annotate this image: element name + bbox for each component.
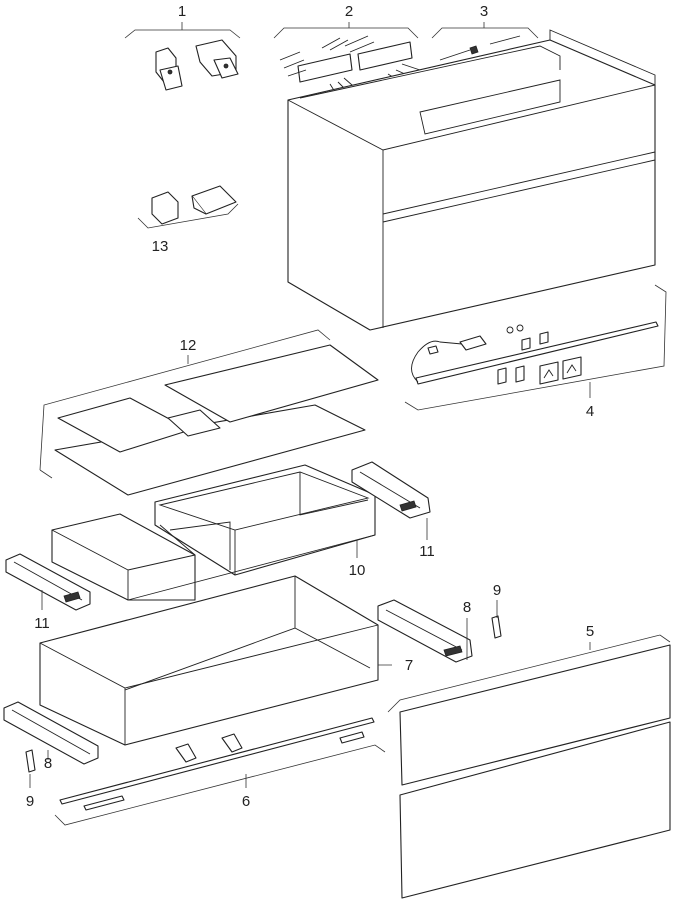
- callout-10: 10: [349, 562, 366, 579]
- callout-3: 3: [480, 3, 488, 20]
- group-brackets: [39, 27, 671, 826]
- callout-8-right: 8: [463, 599, 471, 616]
- part-4-led-kit: [411, 321, 659, 385]
- callout-7: 7: [405, 657, 413, 674]
- part-6-stabiliser-rod: [59, 717, 375, 811]
- part-11-runner-left: [5, 553, 91, 611]
- callout-12: 12: [180, 337, 197, 354]
- part-8-runner-right: [377, 599, 473, 663]
- callout-4: 4: [586, 403, 594, 420]
- callout-numbers: 1 2 3 13 12 4 11 10 11 9 8 7 5 6 8 9: [26, 3, 594, 810]
- part-9-clip-left: [25, 749, 36, 773]
- part-12-drawer-mats: [54, 344, 379, 496]
- part-8-runner-left: [3, 701, 99, 765]
- part-10-upper-drawer: [51, 464, 376, 601]
- callout-5: 5: [586, 623, 594, 640]
- callout-1: 1: [178, 3, 186, 20]
- part-13-angle-brackets: [151, 185, 237, 225]
- part-9-clip-right: [491, 615, 502, 639]
- cabinet-body: [287, 29, 656, 331]
- callout-9-right: 9: [493, 582, 501, 599]
- callout-11-right: 11: [419, 543, 435, 560]
- callout-9-left: 9: [26, 793, 34, 810]
- callout-11-left: 11: [34, 615, 50, 632]
- part-11-runner-right: [351, 461, 431, 519]
- callout-leaders: [29, 22, 591, 788]
- callout-13: 13: [152, 238, 169, 255]
- callout-6: 6: [242, 793, 250, 810]
- part-5-drawer-fronts: [399, 644, 671, 899]
- part-7-lower-drawer: [39, 575, 379, 746]
- part-2-mounting-rails: [279, 35, 421, 101]
- callout-8-left: 8: [44, 755, 52, 772]
- part-1-hanging-brackets: [155, 39, 239, 91]
- callout-2: 2: [345, 3, 353, 20]
